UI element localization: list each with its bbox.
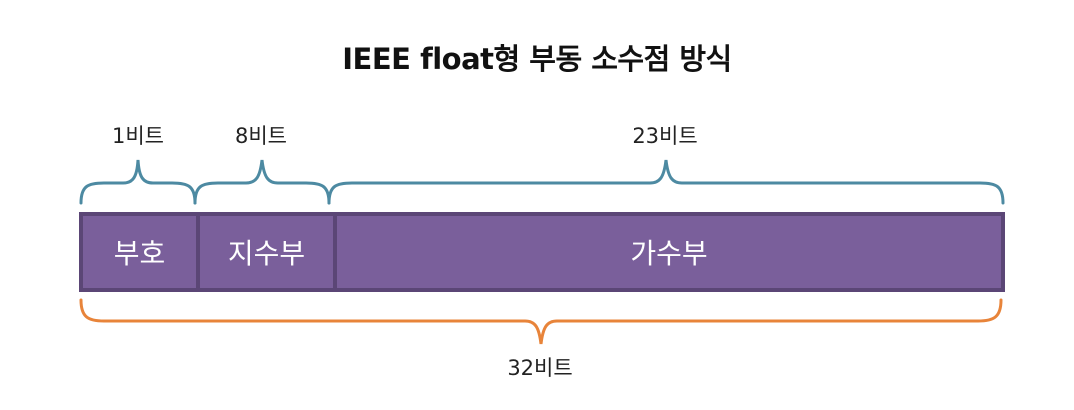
exponent-bits-label: 8비트 [234,124,287,148]
mantissa-bits-label: 23비트 [632,124,698,148]
exponent-field: 지수부 [196,216,333,288]
float-bit-layout: 부호 지수부 가수부 [79,212,1005,292]
total-bracket [79,298,1003,345]
mantissa-field: 가수부 [333,216,1001,288]
sign-bracket [79,159,197,205]
mantissa-bracket [327,159,1005,205]
sign-field: 부호 [113,237,166,270]
diagram-title: IEEE float형 부동 소수점 방식 [342,42,732,76]
sign-bits-label: 1비트 [111,124,164,148]
total-bits-label: 32비트 [507,356,573,380]
exponent-bracket [193,159,331,205]
